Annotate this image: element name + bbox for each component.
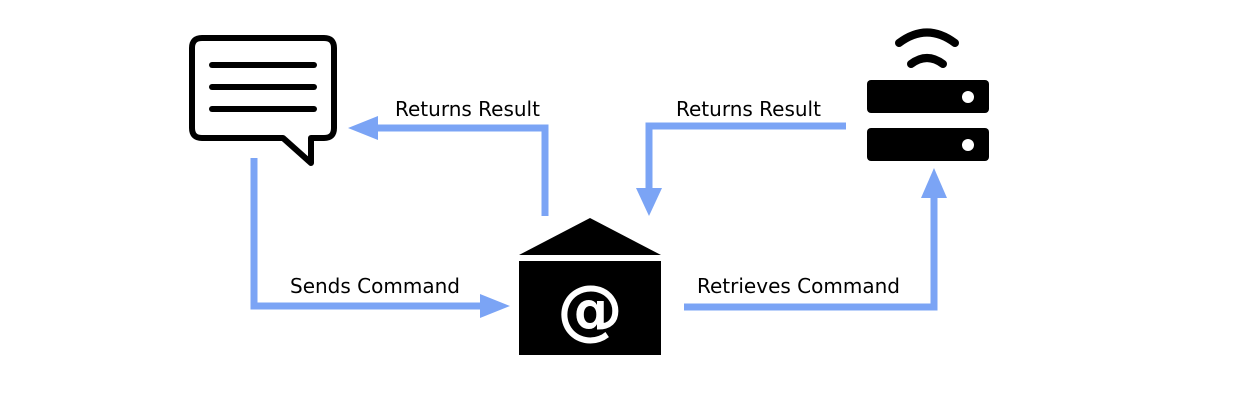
arrow-line [250,158,484,310]
arrow-head [348,116,378,140]
wireless-server-icon [867,28,989,161]
arrow-head [480,294,510,318]
arrow-head [636,188,662,216]
arrow-returns-result-right [636,122,846,216]
envelope-flap [519,218,661,255]
arrow-returns-result-left [348,116,549,216]
label-returns-result-right: Returns Result [676,97,821,121]
label-sends-command: Sends Command [290,274,460,298]
arrow-line [645,122,846,192]
chat-bubble-icon [189,35,337,166]
chat-bubble-outline [189,35,337,166]
wifi-arc-outer [895,28,959,47]
server-unit-top [867,80,989,113]
wifi-arc-inner [907,54,947,68]
server-unit-bottom [867,128,989,161]
arrow-head [921,168,947,198]
label-retrieves-command: Retrieves Command [697,274,900,298]
server-led-top [962,91,974,103]
arrow-line [374,124,549,216]
server-led-bottom [962,139,974,151]
arrow-retrieves-command [684,168,947,311]
arrow-line [684,194,938,311]
email-envelope-icon: @ [519,218,661,355]
label-returns-result-left: Returns Result [395,97,540,121]
envelope-body [519,261,661,355]
arrow-sends-command [250,158,510,318]
at-symbol: @ [557,271,623,348]
